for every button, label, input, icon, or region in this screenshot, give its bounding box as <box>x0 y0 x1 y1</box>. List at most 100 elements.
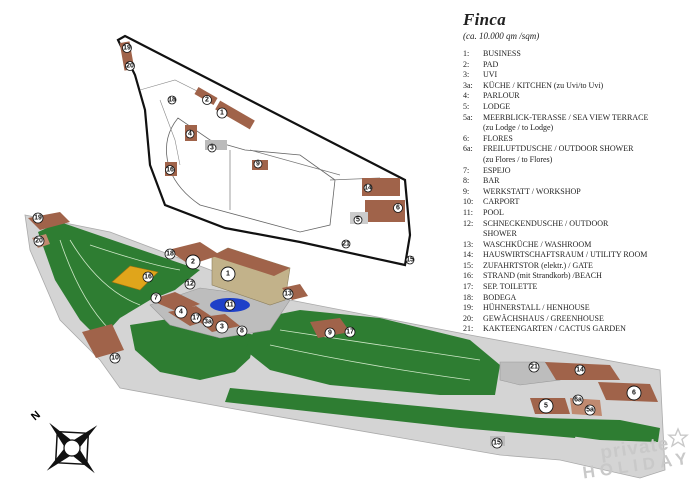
svg-text:11: 11 <box>226 302 234 309</box>
marker-15: 15 <box>491 437 503 449</box>
svg-text:14: 14 <box>364 185 372 192</box>
property-boundary <box>116 34 412 267</box>
marker-14: 14 <box>574 364 586 376</box>
marker-10: 10 <box>109 352 121 364</box>
svg-text:21: 21 <box>530 364 538 371</box>
roof-carport <box>82 324 124 358</box>
svg-text:18: 18 <box>166 251 174 258</box>
watermark-star <box>667 427 689 448</box>
marker-20: 20 <box>33 235 45 247</box>
legend-item: 20:GEWÄCHSHAUS / GREENHOUSE <box>463 313 604 323</box>
legend-item: 18:BODEGA <box>463 292 517 302</box>
svg-text:4: 4 <box>188 131 192 138</box>
svg-text:10: 10 <box>111 355 119 362</box>
legend-item: 13:WASCHKÜCHE / WASHROOM <box>463 239 592 249</box>
legend-item: 2:PAD <box>463 59 499 69</box>
marker-9: 9 <box>324 327 336 339</box>
legend-item: 4:PARLOUR <box>463 91 520 101</box>
marker-21: 21 <box>528 361 540 373</box>
marker-4-plan: 4 <box>185 129 195 139</box>
marker-11: 11 <box>224 299 236 311</box>
svg-text:14: 14 <box>576 367 584 374</box>
legend-item: 14:HAUSWIRTSCHAFTSRAUM / UTILITY ROOM <box>463 250 648 260</box>
svg-text:1: 1 <box>220 110 224 117</box>
building-block-right <box>499 361 561 386</box>
marker-18: 18 <box>164 248 176 260</box>
legend-item: 11:POOL <box>463 207 504 217</box>
marker-6: 6 <box>626 385 642 401</box>
building-business-roof <box>212 248 290 276</box>
marker-6a: 6a <box>572 394 584 406</box>
svg-text:3a: 3a <box>204 319 212 326</box>
grass-right <box>540 418 660 442</box>
marker-17b: 17 <box>344 326 356 338</box>
grass-paths <box>59 239 181 331</box>
marker-3a: 3a <box>202 316 214 328</box>
grass-center <box>245 310 500 395</box>
marker-16-plan: 16 <box>165 165 175 175</box>
svg-text:4: 4 <box>179 309 183 316</box>
svg-text:7: 7 <box>154 295 158 302</box>
marker-2: 2 <box>185 254 201 270</box>
marker-5: 5 <box>538 398 554 414</box>
svg-text:15: 15 <box>493 440 501 447</box>
svg-text:20: 20 <box>35 238 43 245</box>
legend-item: 6a:FREILUFTDUSCHE / OUTDOOR SHOWER(zu Fl… <box>463 144 634 164</box>
svg-text:15: 15 <box>406 257 414 264</box>
svg-text:9: 9 <box>256 161 260 168</box>
roof-washroom <box>282 284 308 300</box>
svg-text:8: 8 <box>240 328 244 335</box>
svg-text:6: 6 <box>396 205 400 212</box>
marker-1-plan: 1 <box>216 107 228 119</box>
map-legend: Finca (ca. 10.000 qm /sqm) 1:BUSINESS 2:… <box>463 10 698 335</box>
svg-text:3: 3 <box>220 324 224 331</box>
compass-diag <box>54 430 90 466</box>
legend-item: 21:KAKTEENGARTEN / CACTUS GARDEN <box>463 324 626 334</box>
svg-text:12: 12 <box>186 281 194 288</box>
legend-item: 8:BAR <box>463 176 500 186</box>
legend-item: 1:BUSINESS <box>463 49 521 58</box>
svg-text:16: 16 <box>144 274 152 281</box>
marker-14-plan: 14 <box>363 183 373 193</box>
grass-paths <box>269 329 481 381</box>
svg-text:2: 2 <box>191 259 195 266</box>
marker-19: 19 <box>32 212 44 224</box>
marker-4: 4 <box>174 305 188 319</box>
legend-item: 3a:KÜCHE / KITCHEN (zu Uvi/to Uvi) <box>463 80 604 90</box>
marker-21-plan: 21 <box>341 239 351 249</box>
svg-text:6: 6 <box>632 390 636 397</box>
legend-item: 10:CARPORT <box>463 197 520 207</box>
marker-1: 1 <box>220 266 236 282</box>
legend-title: Finca <box>463 10 507 29</box>
legend-item: 19:HÜHNERSTALL / HENHOUSE <box>463 303 590 313</box>
legend-item: 9:WERKSTATT / WORKSHOP <box>463 186 581 196</box>
marker-3: 3 <box>215 320 229 334</box>
marker-20-plan: 20 <box>125 61 135 71</box>
site-plan-outline <box>116 34 412 267</box>
svg-text:2: 2 <box>205 97 209 104</box>
svg-text:5: 5 <box>544 403 548 410</box>
marker-5a: 5a <box>584 404 596 416</box>
compass-rose <box>46 422 98 474</box>
marker-13: 13 <box>282 288 294 300</box>
marker-17: 17 <box>190 312 202 324</box>
marker-18-plan: 18 <box>167 95 177 105</box>
svg-text:3: 3 <box>210 145 214 152</box>
plan-path <box>166 117 336 233</box>
plan-building <box>362 178 400 196</box>
svg-text:6a: 6a <box>574 397 582 404</box>
svg-text:5a: 5a <box>586 407 594 414</box>
marker-2-plan: 2 <box>202 95 212 105</box>
legend-item: 16:STRAND (mit Strandkorb) /BEACH <box>463 271 602 281</box>
legend-item: 3:UVI <box>463 70 498 80</box>
legend-item: 7:ESPEJO <box>463 165 511 175</box>
svg-text:21: 21 <box>342 241 350 248</box>
marker-12: 12 <box>184 278 196 290</box>
marker-3-plan: 3 <box>207 143 217 153</box>
plan-building <box>205 140 227 150</box>
marker-7: 7 <box>150 292 162 304</box>
plan-building <box>215 100 255 130</box>
marker-15-plan: 15 <box>405 255 415 265</box>
